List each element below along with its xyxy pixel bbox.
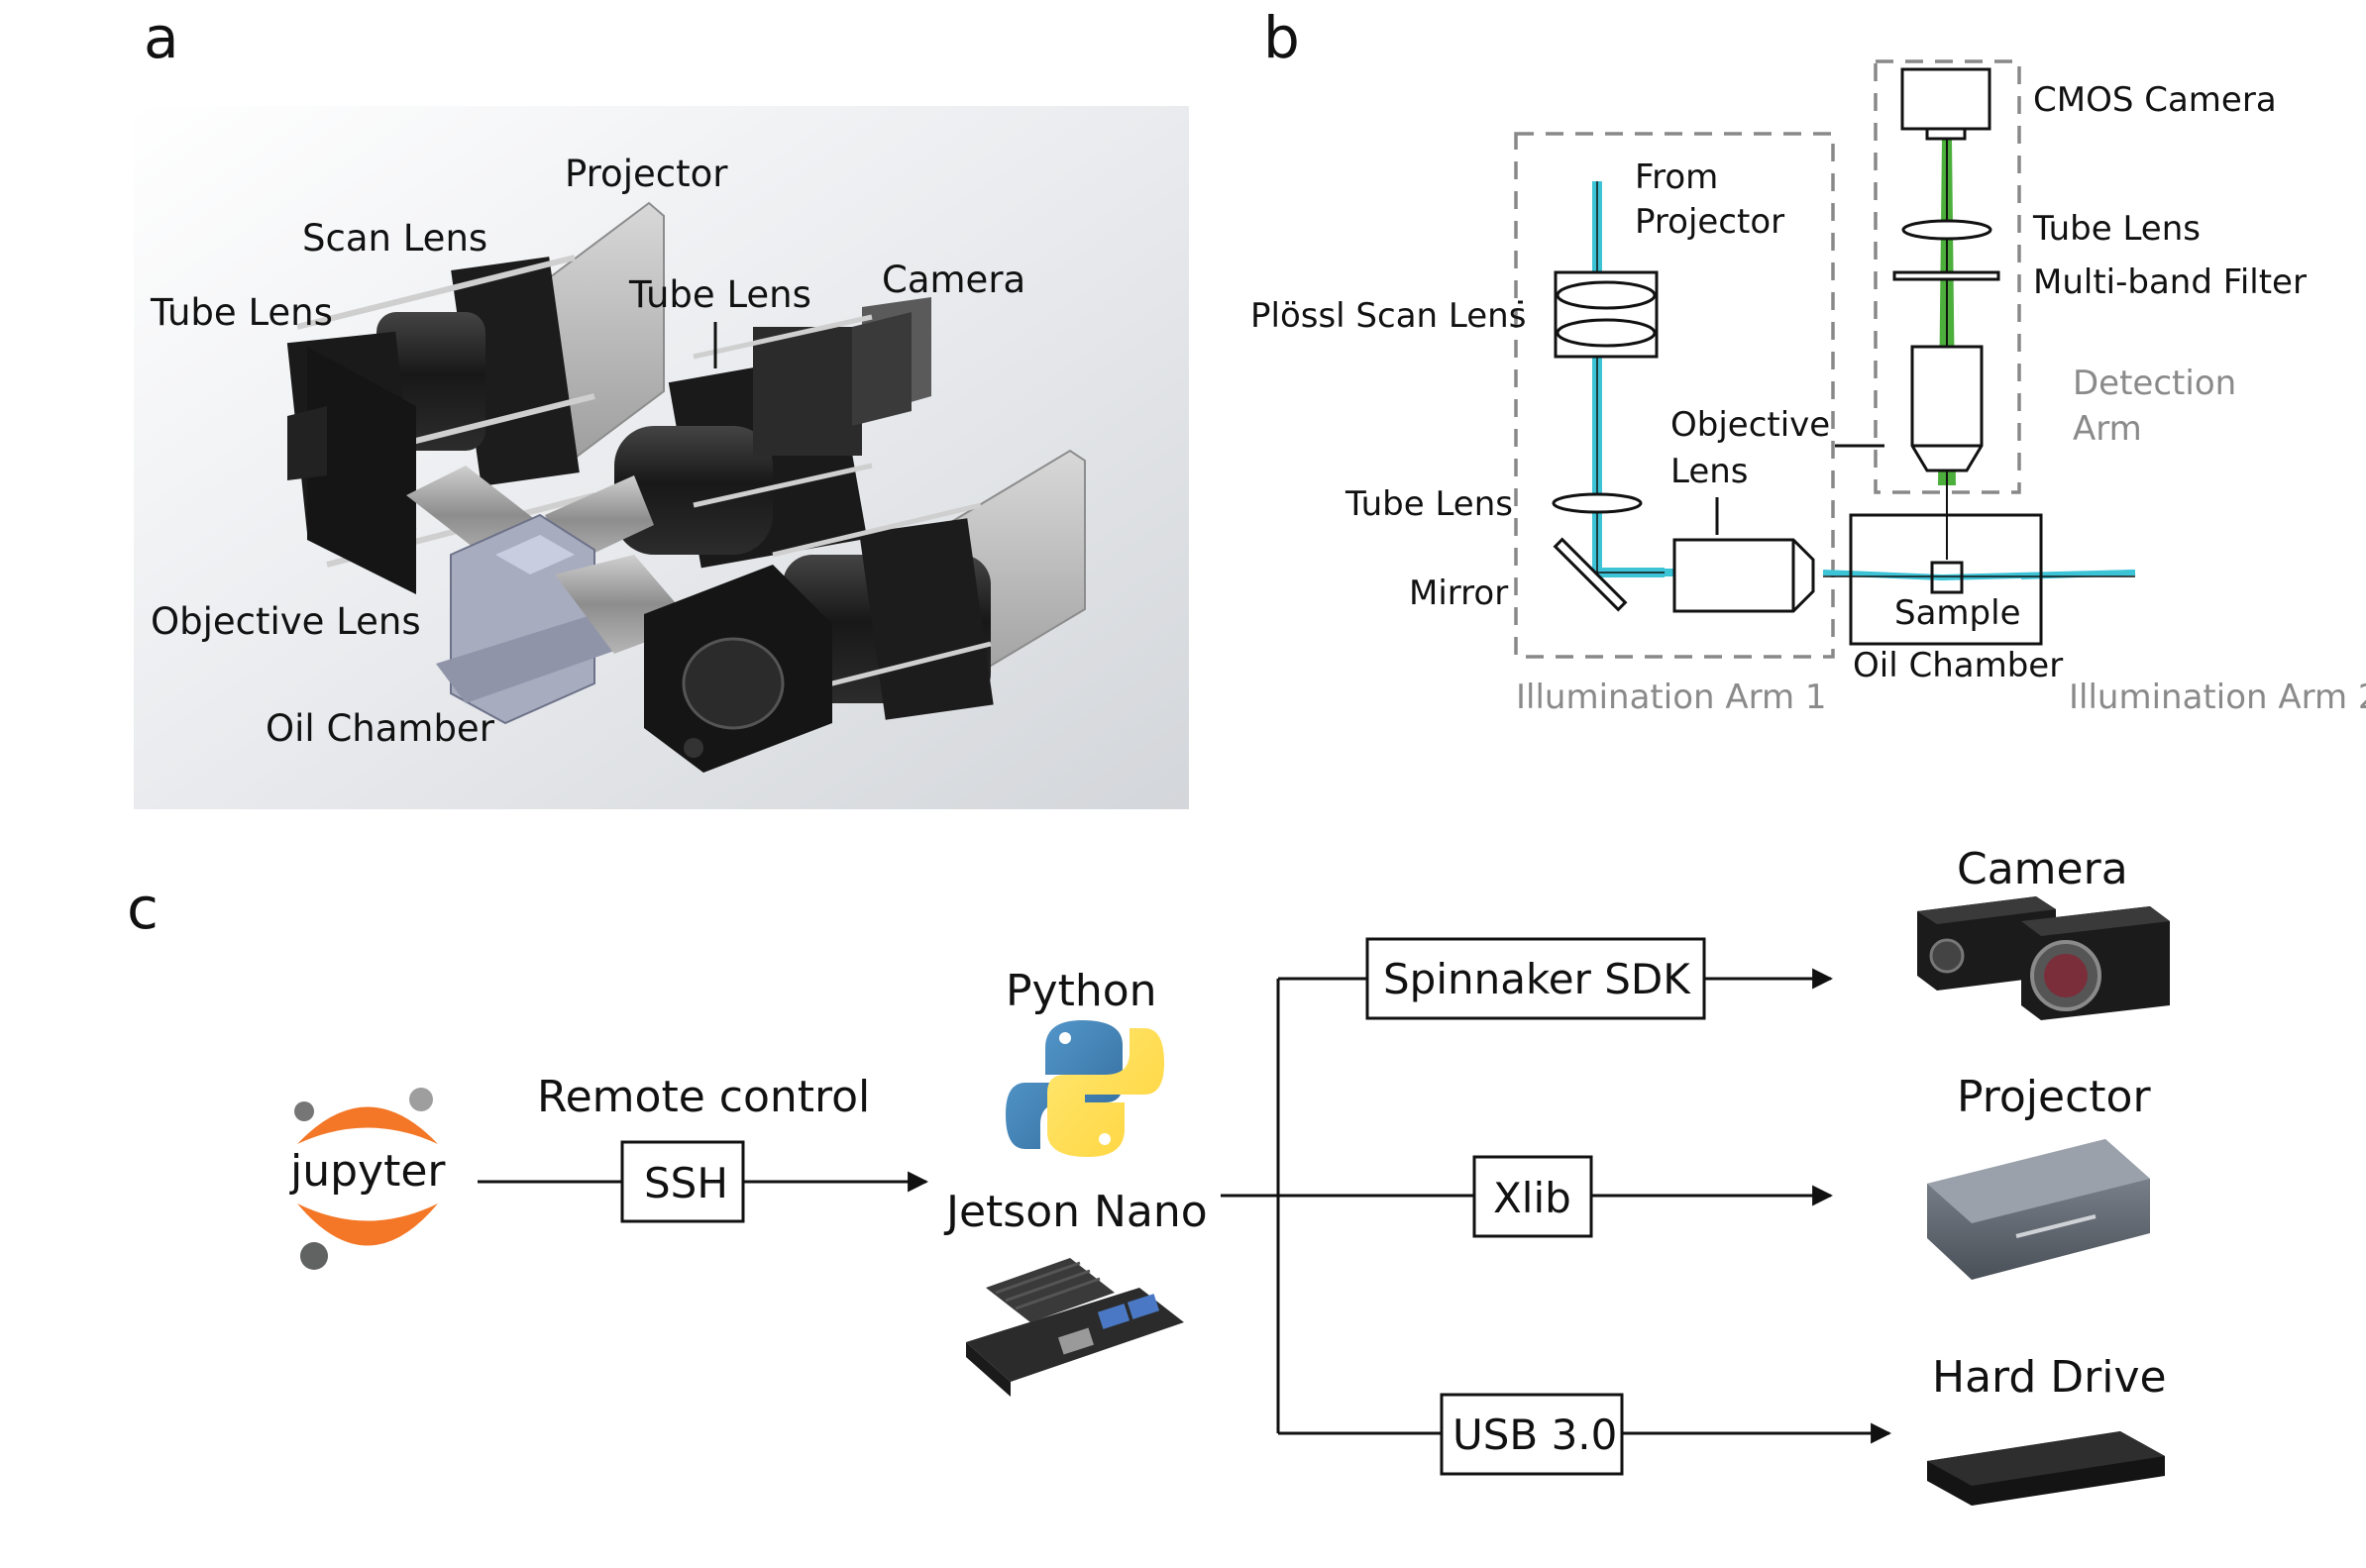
label-arm: Arm: [2073, 409, 2142, 449]
label-camera: Camera: [882, 259, 1025, 301]
label-from: From: [1635, 157, 1718, 197]
sample-symbol: [1930, 561, 1964, 594]
label-plossl-scan-lens: Plössl Scan Lens: [1250, 296, 1526, 336]
projector-device-icon: [1927, 1139, 2150, 1280]
panel-a-render: [134, 106, 1189, 809]
illumination-arm-1-region: [1514, 132, 1835, 659]
jupyter-logo: jupyter: [289, 1088, 446, 1270]
detection-tube-lens-symbol: [1901, 219, 1992, 241]
label-detection: Detection: [2073, 364, 2236, 403]
label-illumination-arm-2: Illumination Arm 2: [2069, 678, 2366, 717]
label-tube-lens-left: Tube Lens: [150, 291, 333, 334]
mirror-symbol: [1553, 537, 1628, 612]
panel-letter-a: a: [144, 4, 179, 71]
label-xlib: Xlib: [1493, 1174, 1571, 1222]
label-python: Python: [1006, 966, 1157, 1016]
label-usb: USB 3.0: [1452, 1411, 1617, 1459]
xlib-box: [1472, 1155, 1593, 1238]
panel-letter-b: b: [1263, 4, 1300, 71]
panel-letter-c: c: [127, 875, 159, 942]
oil-chamber-symbol: [1849, 513, 2043, 646]
camera-device-icon: [1917, 896, 2170, 1020]
label-multiband-filter: Multi-band Filter: [2033, 262, 2307, 302]
label-projector: Projector: [565, 153, 728, 195]
label-tube-lens-right: Tube Lens: [628, 273, 811, 316]
label-hard-drive: Hard Drive: [1932, 1352, 2167, 1403]
label-det-tube-lens: Tube Lens: [2032, 209, 2201, 249]
label-from-projector: Projector: [1635, 202, 1784, 242]
label-objective-lens: Objective Lens: [151, 600, 421, 643]
label-camera-device: Camera: [1957, 844, 2128, 894]
spinnaker-sdk-box: [1365, 937, 1706, 1020]
label-jetson-nano: Jetson Nano: [943, 1187, 1208, 1237]
usb-box: [1440, 1393, 1624, 1476]
label-scan-lens: Scan Lens: [302, 217, 487, 260]
detection-objective-symbol: [1910, 345, 1984, 472]
label-mirror: Mirror: [1409, 574, 1508, 613]
label-oil-chamber-b: Oil Chamber: [1853, 646, 2063, 685]
label-ill-tube-lens: Tube Lens: [1344, 484, 1513, 524]
label-projector-device: Projector: [1957, 1072, 2151, 1122]
jupyter-wordmark: jupyter: [289, 1146, 446, 1197]
label-remote-control: Remote control: [537, 1072, 870, 1122]
label-oil-chamber: Oil Chamber: [266, 707, 495, 750]
label-cmos-camera: CMOS Camera: [2033, 80, 2277, 120]
label-sample: Sample: [1894, 593, 2020, 633]
label-objective: Objective: [1670, 405, 1830, 445]
label-spinnaker-sdk: Spinnaker SDK: [1383, 955, 1691, 1003]
cmos-camera-symbol: [1900, 67, 1991, 131]
jetson-nano-board-icon: [966, 1258, 1184, 1397]
label-lens: Lens: [1670, 452, 1749, 491]
label-ssh: SSH: [644, 1159, 728, 1207]
label-illumination-arm-1: Illumination Arm 1: [1516, 678, 1827, 717]
python-icon: [1006, 1020, 1164, 1157]
ssh-box: [620, 1140, 745, 1223]
hard-drive-icon: [1927, 1431, 2165, 1506]
multiband-filter-symbol: [1892, 270, 2000, 281]
illumination-tube-lens-symbol: [1552, 492, 1643, 514]
detection-arm-region: [1874, 59, 2021, 494]
panel-b-optics: [1514, 59, 2136, 659]
